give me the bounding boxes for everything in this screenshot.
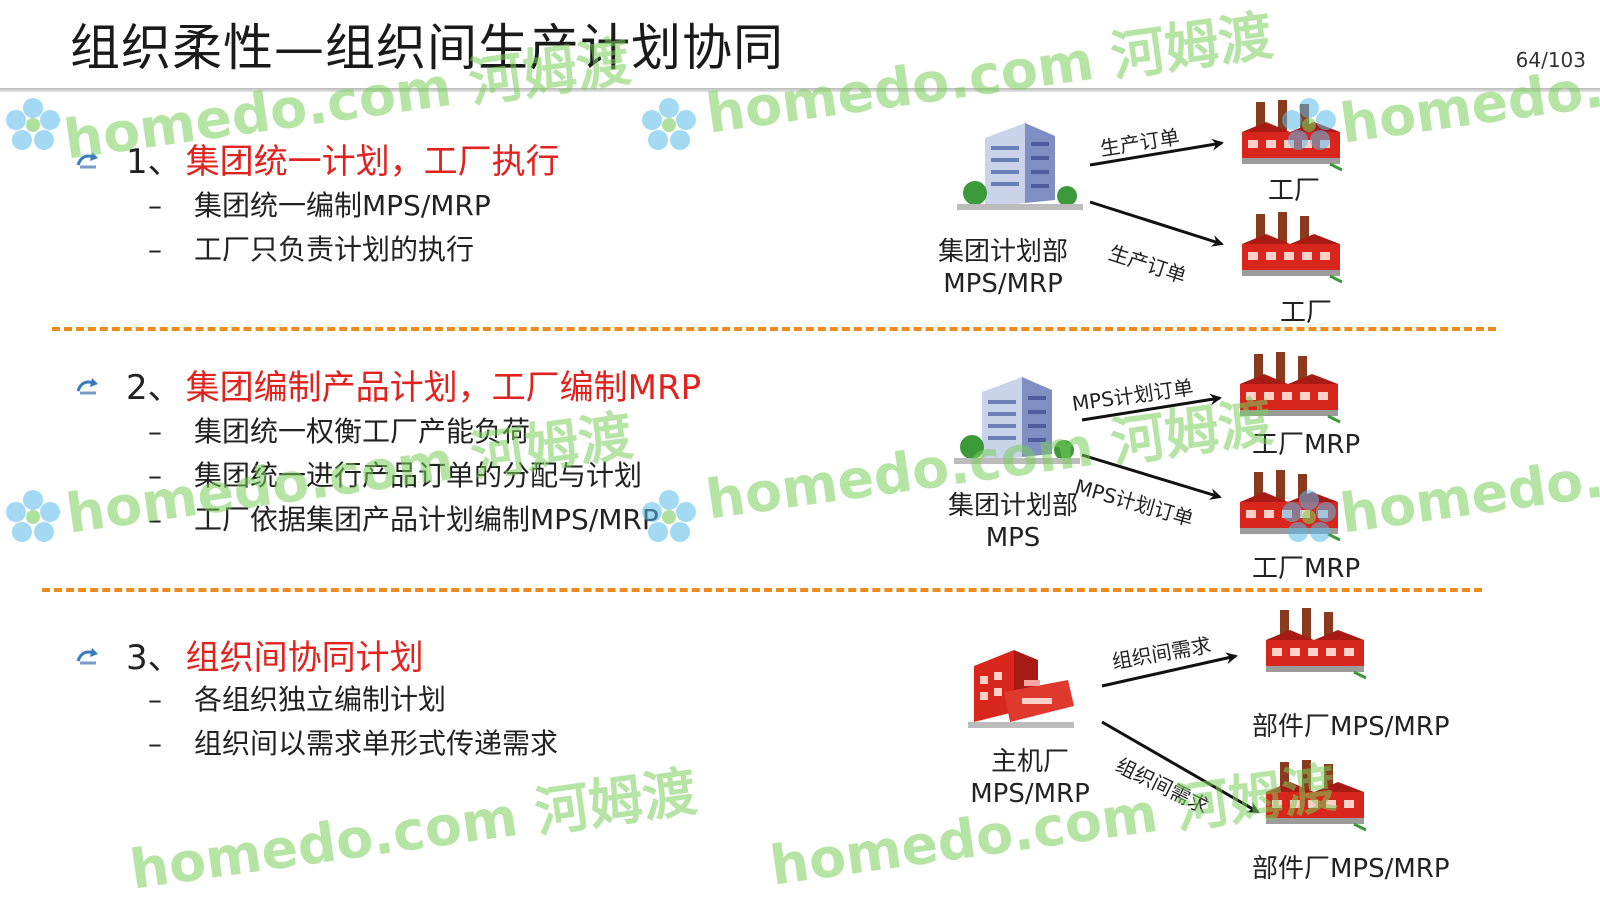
section-2-item-2: –集团统一进行产品订单的分配与计划: [148, 459, 643, 492]
arrow-s1-bottom: [1089, 200, 1224, 247]
s1-target1-label: 工厂: [1268, 176, 1321, 206]
section-2-item-1: –集团统一权衡工厂产能负荷: [148, 415, 531, 448]
section-3-item-2: –组织间以需求单形式传递需求: [148, 727, 559, 760]
section-1-item-1: –集团统一编制MPS/MRP: [148, 189, 491, 222]
section-3-headline: 组织间协同计划: [185, 638, 424, 678]
factory-icon: [1236, 352, 1342, 428]
section-3-item-1: –各组织独立编制计划: [148, 683, 447, 716]
factory-icon: [1262, 608, 1368, 684]
factory-icon: [1238, 212, 1344, 288]
s3-target2-label: 部件厂MPS/MRP: [1252, 854, 1450, 884]
s1-source-label: 集团计划部 MPS/MRP: [938, 237, 1069, 299]
section-2-headline: 集团编制产品计划，工厂编制MRP: [185, 368, 702, 408]
section-3-heading: 3、组织间协同计划: [74, 630, 424, 679]
s1-target2-label: 工厂: [1280, 298, 1333, 328]
s3-source-label: 主机厂 MPS/MRP: [970, 747, 1090, 809]
office-building-icon: [955, 118, 1085, 217]
page-title: 组织柔性—组织间生产计划协同: [70, 19, 784, 77]
section-3-number: 3、: [126, 638, 182, 678]
section-1-heading: 1、集团统一计划，工厂执行: [74, 134, 560, 183]
section-2-number: 2、: [126, 368, 182, 408]
s2-source-label: 集团计划部 MPS: [948, 491, 1079, 553]
recycle-arrow-icon: [74, 647, 104, 672]
s3-target1-label: 部件厂MPS/MRP: [1252, 712, 1450, 742]
section-2-heading: 2、集团编制产品计划，工厂编制MRP: [74, 360, 701, 409]
section-1-number: 1、: [126, 142, 182, 182]
factory-icon: [1236, 470, 1342, 546]
recycle-arrow-icon: [74, 377, 104, 402]
section-divider-1: [52, 327, 1496, 331]
arrow-s3-top: [1101, 652, 1238, 688]
red-plant-building-icon: [964, 636, 1078, 736]
arrow-s2-top: [1081, 393, 1222, 422]
s2-target1-label: 工厂MRP: [1252, 430, 1361, 460]
recycle-arrow-icon: [74, 151, 104, 176]
arrow-s3-bottom: [1101, 720, 1260, 814]
title-divider: [0, 88, 1600, 92]
section-1-item-2: –工厂只负责计划的执行: [148, 233, 475, 266]
office-building-icon: [952, 372, 1082, 471]
section-2-item-3: –工厂依据集团产品计划编制MPS/MRP: [148, 503, 659, 536]
factory-icon: [1262, 760, 1368, 836]
section-divider-2: [42, 588, 1482, 592]
arrow-s1-top: [1089, 138, 1224, 167]
page-counter: 64/103: [1515, 48, 1586, 72]
arrow-s2-bottom: [1081, 453, 1222, 500]
factory-icon: [1238, 100, 1344, 176]
s2-target2-label: 工厂MRP: [1252, 554, 1361, 584]
section-1-headline: 集团统一计划，工厂执行: [185, 142, 560, 182]
